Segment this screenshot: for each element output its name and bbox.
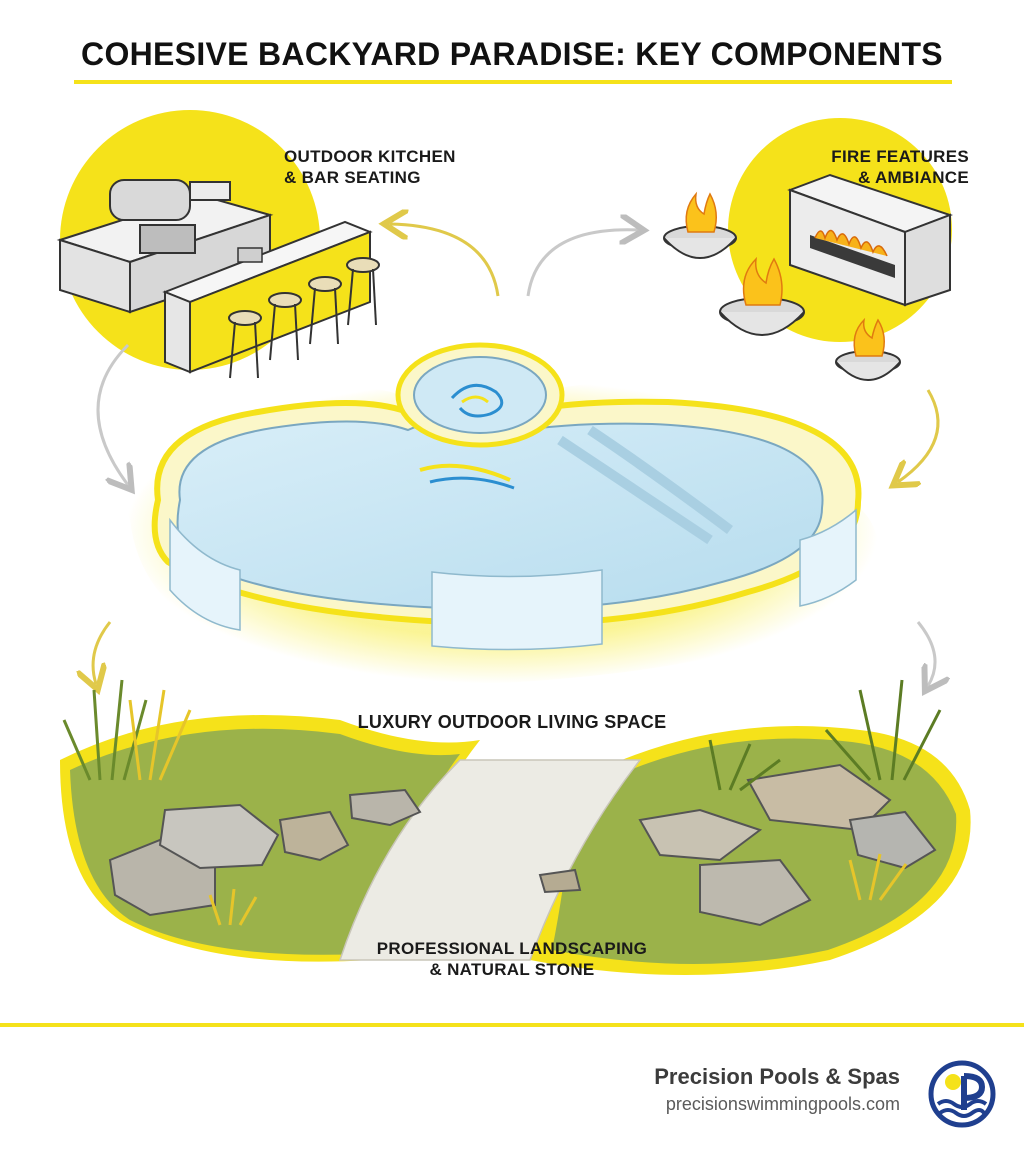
footer-divider xyxy=(0,1023,1024,1027)
brand-url[interactable]: precisionswimmingpools.com xyxy=(665,1094,900,1114)
label-outdoor-kitchen: OUTDOOR KITCHEN & BAR SEATING xyxy=(284,146,456,188)
pool xyxy=(151,398,862,627)
page-title: COHESIVE BACKYARD PARADISE: KEY COMPONEN… xyxy=(81,36,943,72)
fire-bowl-icon xyxy=(663,191,901,381)
brand-name: Precision Pools & Spas xyxy=(654,1064,900,1089)
label-landscaping-line2: & NATURAL STONE xyxy=(429,960,595,979)
spa-icon xyxy=(395,342,565,490)
label-fire-features-line1: FIRE FEATURES xyxy=(831,147,969,166)
waterfall-icon xyxy=(169,508,857,651)
fireplace-icon xyxy=(787,173,953,307)
brand-block: Precision Pools & Spas precisionswimming… xyxy=(654,1064,900,1115)
bar-stools xyxy=(228,257,380,379)
stone-icon xyxy=(108,763,937,927)
label-fire-features: FIRE FEATURES & AMBIANCE xyxy=(831,146,969,188)
label-landscaping-line1: PROFESSIONAL LANDSCAPING xyxy=(376,939,648,958)
flow-arrows xyxy=(93,224,938,686)
label-outdoor-kitchen-line2: & BAR SEATING xyxy=(284,168,421,187)
brand-logo-icon xyxy=(928,1060,996,1128)
label-landscaping: PROFESSIONAL LANDSCAPING & NATURAL STONE xyxy=(0,938,1024,980)
grill-icon xyxy=(56,179,274,314)
title-underline xyxy=(74,80,952,84)
plant-icon xyxy=(62,679,942,926)
label-outdoor-kitchen-line1: OUTDOOR KITCHEN xyxy=(284,147,456,166)
label-luxury-living: LUXURY OUTDOOR LIVING SPACE xyxy=(357,712,667,732)
backyard-illustration xyxy=(56,110,971,975)
label-fire-features-line2: & AMBIANCE xyxy=(858,168,969,187)
